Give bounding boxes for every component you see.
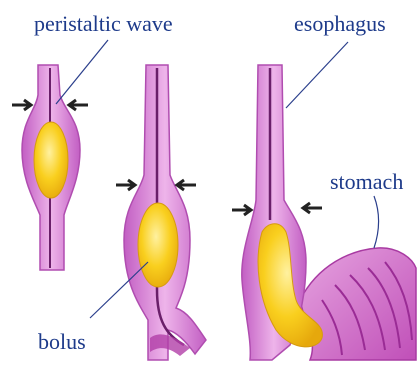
peristaltic-wave-leader	[56, 40, 108, 104]
stage-2-esophagus-segment	[124, 65, 206, 360]
stage-1-arrow-right	[69, 100, 88, 110]
stage-2-arrow-left	[116, 180, 135, 190]
stage-2-arrow-right	[177, 180, 196, 190]
stomach-label: stomach	[330, 171, 403, 193]
esophagus-label: esophagus	[294, 13, 386, 35]
stage-3-arrow-right	[303, 203, 322, 213]
stage-3-arrow-left	[232, 205, 251, 215]
stage-1-esophagus-segment	[22, 65, 80, 270]
peristaltic-wave-label: peristaltic wave	[34, 13, 173, 35]
stage-1-arrow-left	[12, 100, 31, 110]
esophagus-leader	[286, 42, 348, 108]
bolus-label: bolus	[38, 331, 86, 353]
stomach-leader	[374, 196, 379, 248]
